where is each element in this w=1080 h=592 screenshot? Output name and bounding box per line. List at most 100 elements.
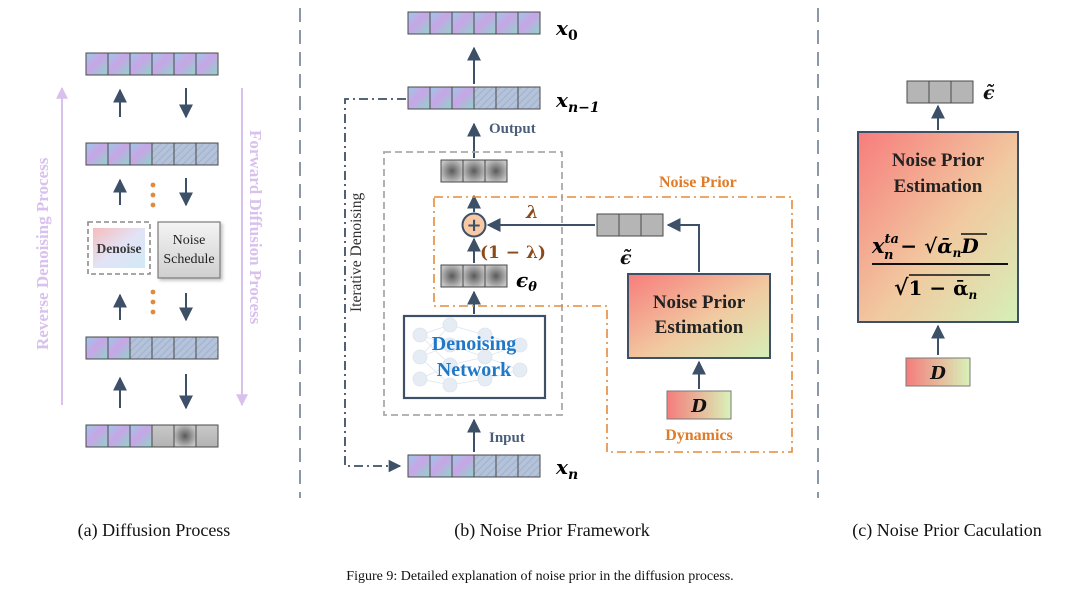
token-cell <box>129 336 153 360</box>
token-cell <box>429 454 453 478</box>
arrow-estimation-to-eps <box>666 218 700 272</box>
denoise-label: Denoise <box>97 241 142 256</box>
caption-a: (a) Diffusion Process <box>78 520 231 541</box>
eps-theta-tokens <box>440 264 508 288</box>
formula-title-2: Estimation <box>894 176 983 197</box>
denoising-network-label-2: Network <box>437 359 512 381</box>
token-cell <box>85 142 109 166</box>
network-graph-icon <box>412 317 528 393</box>
x0-tokens <box>407 11 541 35</box>
panel-a-row-4 <box>85 424 219 448</box>
token-cell <box>107 142 131 166</box>
token-cell <box>407 86 431 110</box>
caption-c: (c) Noise Prior Caculation <box>852 520 1041 541</box>
token-cell <box>151 336 175 360</box>
token-cell <box>107 52 131 76</box>
reverse-process-label: Reverse Denoising Process <box>33 157 52 350</box>
token-cell <box>517 86 541 110</box>
noise-schedule-label-1: Noise <box>173 233 206 248</box>
token-cell <box>517 11 541 35</box>
token-cell <box>129 52 153 76</box>
one-minus-lambda-label: (1 − λ) <box>480 243 546 263</box>
panel-a-row-2 <box>85 142 219 166</box>
token-cell <box>950 80 974 104</box>
input-label: Input <box>489 430 525 446</box>
sum-node <box>461 212 487 238</box>
token-cell <box>195 142 219 166</box>
token-cell <box>129 142 153 166</box>
token-cell <box>173 142 197 166</box>
panel-a-row-3 <box>85 336 219 360</box>
eps-tilde-tokens <box>596 213 664 237</box>
token-cell <box>173 52 197 76</box>
token-cell <box>85 52 109 76</box>
formula-box <box>857 131 1019 323</box>
token-cell <box>596 213 620 237</box>
token-cell <box>462 264 486 288</box>
token-cell <box>85 336 109 360</box>
caption-b: (b) Noise Prior Framework <box>454 520 649 541</box>
figure-caption: Figure 9: Detailed explanation of noise … <box>346 569 733 584</box>
dynamics-d-box <box>666 390 732 420</box>
token-cell <box>151 424 175 448</box>
token-cell <box>107 336 131 360</box>
token-cell <box>451 454 475 478</box>
plus-icon: + <box>466 215 481 236</box>
formula-denominator: √1 − ᾱn <box>894 275 977 302</box>
denoising-network-label-1: Denoising <box>432 333 516 355</box>
token-cell <box>85 424 109 448</box>
token-cell <box>195 336 219 360</box>
panel-a-diffusion-process: Reverse Denoising Process Forward Diffus… <box>33 52 265 541</box>
token-cell <box>173 424 197 448</box>
token-cell <box>129 424 153 448</box>
lambda-label: λ <box>525 202 539 223</box>
panel-b-noise-prior-framework: x0 xn−1 xn Output + ϵθ (1 − λ) λ <box>344 11 793 541</box>
panel-c-d-label: D <box>929 363 946 384</box>
xn1-tokens <box>407 86 541 110</box>
token-cell <box>429 11 453 35</box>
token-cell <box>484 264 508 288</box>
token-cell <box>451 86 475 110</box>
token-cell <box>151 52 175 76</box>
noise-prior-label: Noise Prior <box>659 174 737 191</box>
denoise-box <box>87 221 151 275</box>
noise-schedule-box <box>157 221 221 279</box>
ellipsis-dots-upper <box>150 182 156 208</box>
token-cell <box>618 213 642 237</box>
token-cell <box>451 11 475 35</box>
xn1-label: xn−1 <box>555 88 600 116</box>
denoising-container <box>383 151 563 416</box>
token-cell <box>195 52 219 76</box>
formula-title-1: Noise Prior <box>892 150 985 171</box>
panel-a-row-1 <box>85 52 219 76</box>
token-cell <box>429 86 453 110</box>
noise-schedule-label-2: Schedule <box>163 252 214 267</box>
ellipsis-dots-lower <box>150 289 156 315</box>
output-label: Output <box>489 121 536 137</box>
iterative-denoising-label: Iterative Denoising <box>348 193 365 312</box>
xn-tokens <box>407 454 541 478</box>
token-cell <box>517 454 541 478</box>
output-tokens <box>440 159 508 183</box>
dynamics-label: Dynamics <box>665 427 733 444</box>
xn-label: xn <box>555 455 578 483</box>
token-cell <box>195 424 219 448</box>
token-cell <box>495 86 519 110</box>
token-cell <box>407 454 431 478</box>
panel-c-eps-tilde-tokens <box>906 80 974 104</box>
token-cell <box>107 424 131 448</box>
noise-prior-region <box>433 196 793 453</box>
token-cell <box>440 264 464 288</box>
forward-process-label: Forward Diffusion Process <box>246 130 265 325</box>
panel-c-eps-tilde-label: ϵ̃ <box>983 82 995 104</box>
noise-prior-estimation-box <box>627 273 771 359</box>
x0-label: x0 <box>555 16 578 44</box>
eps-theta-label: ϵθ <box>516 268 537 295</box>
token-cell <box>473 11 497 35</box>
token-cell <box>473 86 497 110</box>
token-cell <box>462 159 486 183</box>
denoise-image <box>93 228 145 268</box>
